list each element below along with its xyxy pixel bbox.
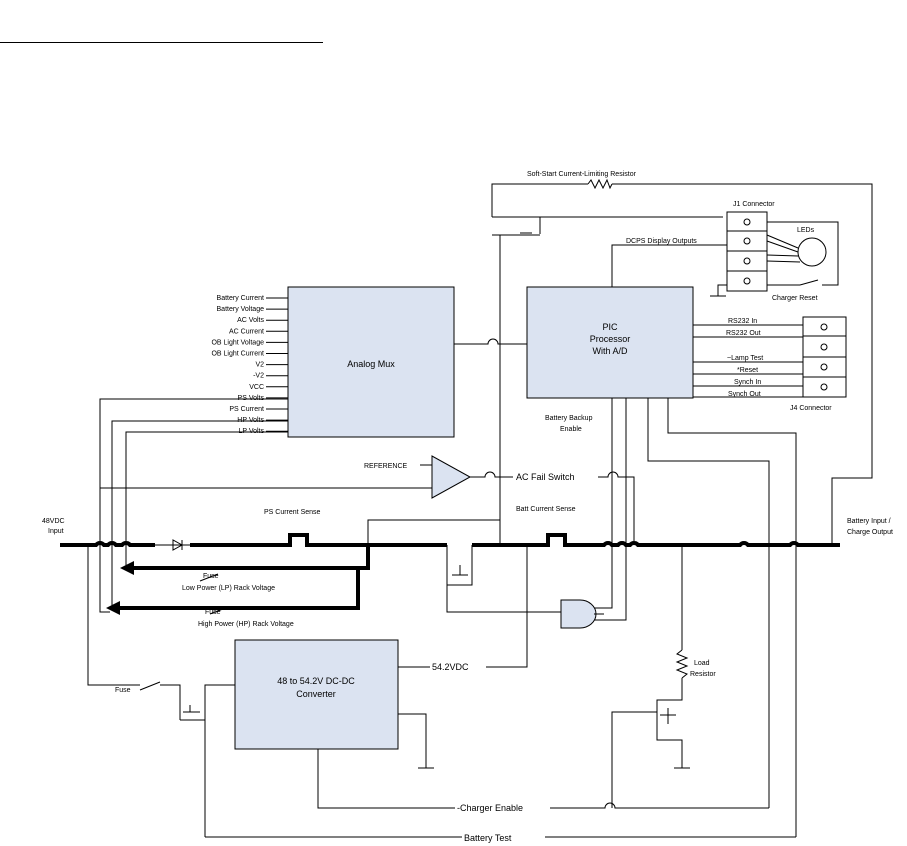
ps-sense-label: PS Current Sense [264,509,321,516]
j1-pins [727,218,767,285]
mux-input-label: AC Current [229,328,264,335]
analog-mux-label: Analog Mux [347,359,395,369]
and-gate [560,599,597,629]
lp-fuse [199,573,219,582]
fuse-label-input: Fuse [115,687,131,694]
pic-wire-4 [667,398,797,837]
input-ground-wire [87,545,115,686]
led-icon [797,237,827,267]
pic-wire-3 [647,398,770,808]
converter-block [234,639,399,750]
mux-input-label: PS Volts [238,395,265,402]
load-resistor [675,649,689,679]
lp-volts-wire [125,431,288,568]
input-fuse [115,681,181,720]
synch-out-label: Synch Out [728,391,761,398]
load-resistor-label-1: Load [694,660,710,667]
battery-backup-label-2: Enable [560,426,582,433]
battery-io-label-2: Charge Output [847,529,893,536]
pic-charger-enable-wire [594,398,627,621]
load-mosfet-gate [611,711,657,808]
charger-reset-label: Charger Reset [772,295,818,302]
pic-block [526,286,694,399]
battery-backup-label-1: Battery Backup [545,415,593,422]
rs232-in-label: RS232 In [728,318,757,325]
charger-enable-wire [317,749,769,809]
j4-label: J4 Connector [790,405,832,412]
j1-right-wire [767,221,839,286]
ps-volts-wire [99,398,288,613]
header-rule [0,42,323,43]
hp-arrow-icon [106,601,120,615]
ps-current-wire [367,500,501,545]
batt-sense-label: Batt Current Sense [516,506,576,513]
leds-label: LEDs [797,227,815,234]
ac-fail-wire [470,471,635,541]
input-48v-label-1: 48VDC [42,518,65,525]
pic-label-2: Processor [590,334,631,344]
charger-enable-label: -Charger Enable [457,803,523,813]
mux-input-label: Battery Voltage [217,306,265,313]
hp-fuse [209,606,229,615]
fuse-label-lp: Fuse [203,573,219,580]
v542-wire [398,545,528,668]
analog-mux-block [287,286,455,438]
lp-arrow-icon [120,561,134,575]
input-mosfet [180,684,235,837]
battery-test-label: Battery Test [464,833,512,843]
converter-label-2: Converter [296,689,336,699]
converter-ground [398,713,434,769]
diode-icon [155,539,190,551]
rs232-out-label: RS232 Out [726,330,761,337]
hp-rack-label: High Power (HP) Rack Voltage [198,621,294,628]
mux-input-label: Battery Current [217,295,265,302]
j1-ground [710,284,727,297]
load-mosfet [656,678,683,768]
softstart-resistor [587,178,613,190]
pic-serial-wires [693,324,803,398]
mux-input-label: OB Light Voltage [211,339,264,346]
fuse-label-hp: Fuse [205,609,221,616]
mux-input-label: -V2 [253,373,264,380]
dcps-label: DCPS Display Outputs [626,238,697,245]
ac-fail-label: AC Fail Switch [516,472,575,482]
j4-pins [803,323,846,391]
converter-label-1: 48 to 54.2V DC-DC [277,676,355,686]
lp-rack-bus [130,545,370,570]
v542-label: 54.2VDC [432,662,469,672]
mux-input-label: V2 [255,362,264,369]
bus-mosfet [446,545,473,586]
input-48v-label-2: Input [48,528,64,535]
pic-label-3: With A/D [592,346,628,356]
comparator [431,455,472,499]
pic-label-1: PIC [602,322,618,332]
mux-input-label: PS Current [229,406,264,413]
reset-label: *Reset [737,367,758,374]
mux-input-label: AC Volts [237,317,264,324]
and-gate-wires [446,585,604,615]
charger-reset-switch [799,279,819,286]
mux-input-label: VCC [249,384,264,391]
mux-input-label: OB Light Current [211,351,264,358]
synch-in-label: Synch In [734,379,761,386]
hp-volts-wire [111,420,288,608]
softstart-label: Soft-Start Current-Limiting Resistor [527,171,637,178]
main-power-bus [60,533,840,547]
battery-io-label-1: Battery Input / [847,518,891,525]
hp-rack-bus [116,568,360,610]
j1-label: J1 Connector [733,201,775,208]
pic-backup-wire [594,398,613,609]
lamp-test-label: ~Lamp Test [727,355,763,362]
top-mosfet [492,216,541,545]
dcps-wire [611,244,727,287]
led-wires [766,234,801,263]
reference-label: REFERENCE [364,463,408,470]
softstart-wire [491,183,873,545]
lp-rack-label: Low Power (LP) Rack Voltage [182,585,275,592]
mux-to-pic-wire [454,338,527,345]
load-resistor-label-2: Resistor [690,671,716,678]
